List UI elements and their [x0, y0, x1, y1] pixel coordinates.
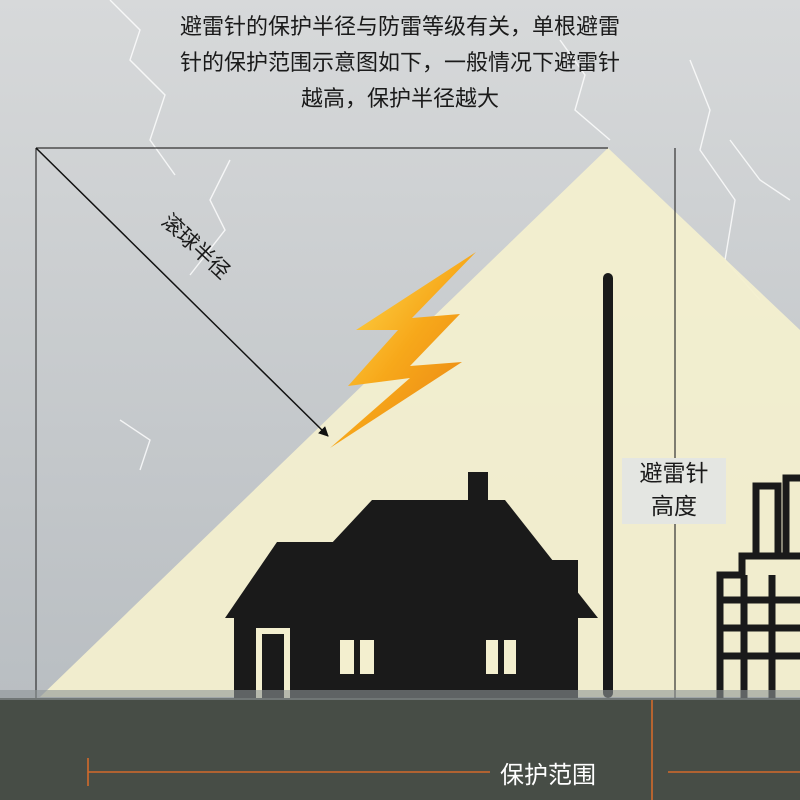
boundary-lines: [35, 147, 676, 698]
horizon-haze: [0, 690, 800, 700]
protection-range-label: 保护范围: [500, 761, 596, 789]
title-line: 针的保护范围示意图如下，一般情况下避雷针: [179, 51, 620, 76]
title-line: 越高，保护半径越大: [300, 87, 499, 112]
building-icon: [716, 474, 800, 698]
page-title: 避雷针的保护半径与防雷等级有关，单根避雷 针的保护范围示意图如下，一般情况下避雷…: [140, 10, 660, 118]
rolling-radius-arrow: [35, 147, 329, 437]
title-line: 避雷针的保护半径与防雷等级有关，单根避雷: [179, 15, 620, 40]
protection-range-indicator: [87, 700, 800, 800]
rod-height-label-line2: 高度: [651, 494, 697, 520]
rod-height-label: 避雷针 高度: [622, 458, 726, 524]
lightning-bolt-icon: [330, 252, 476, 448]
house-icon: [225, 472, 598, 698]
rod-height-label-line1: 避雷针: [639, 461, 709, 487]
storm-lightning-streaks: [109, 0, 791, 471]
lightning-rod-icon: [603, 273, 613, 698]
ground: [0, 698, 800, 800]
